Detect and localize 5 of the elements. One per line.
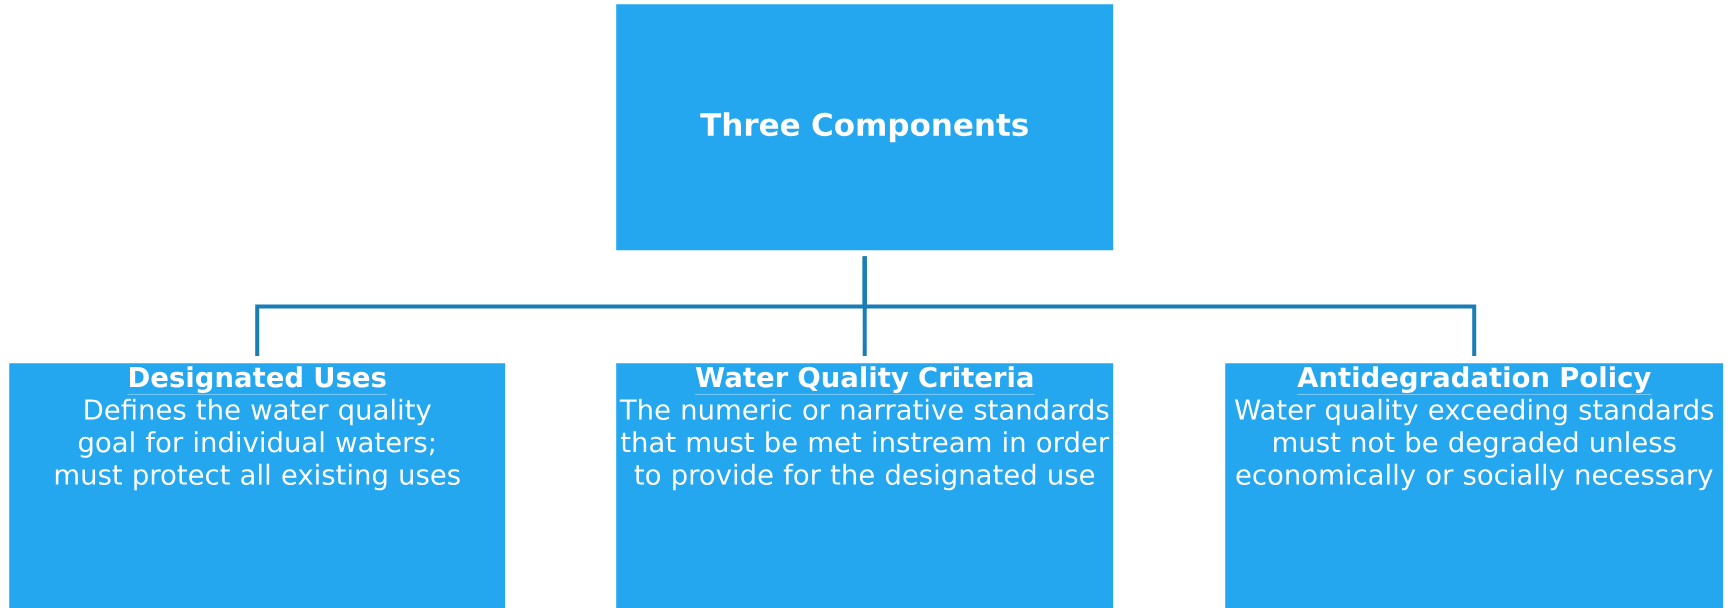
component-box: Water Quality Criteria The numeric or narrative standards that must be met instream in order to provide for the designated use [616, 363, 1114, 608]
title-box: Three Components [616, 4, 1114, 251]
component-box: Designated Uses Defines the water quality goal for individual waters; must protect all existing uses [9, 363, 506, 608]
connector-line [862, 256, 1477, 356]
component-box: Antidegradation Policy Water quality exceeding standards must not be degraded unless economically or socially necessary [1225, 363, 1724, 608]
